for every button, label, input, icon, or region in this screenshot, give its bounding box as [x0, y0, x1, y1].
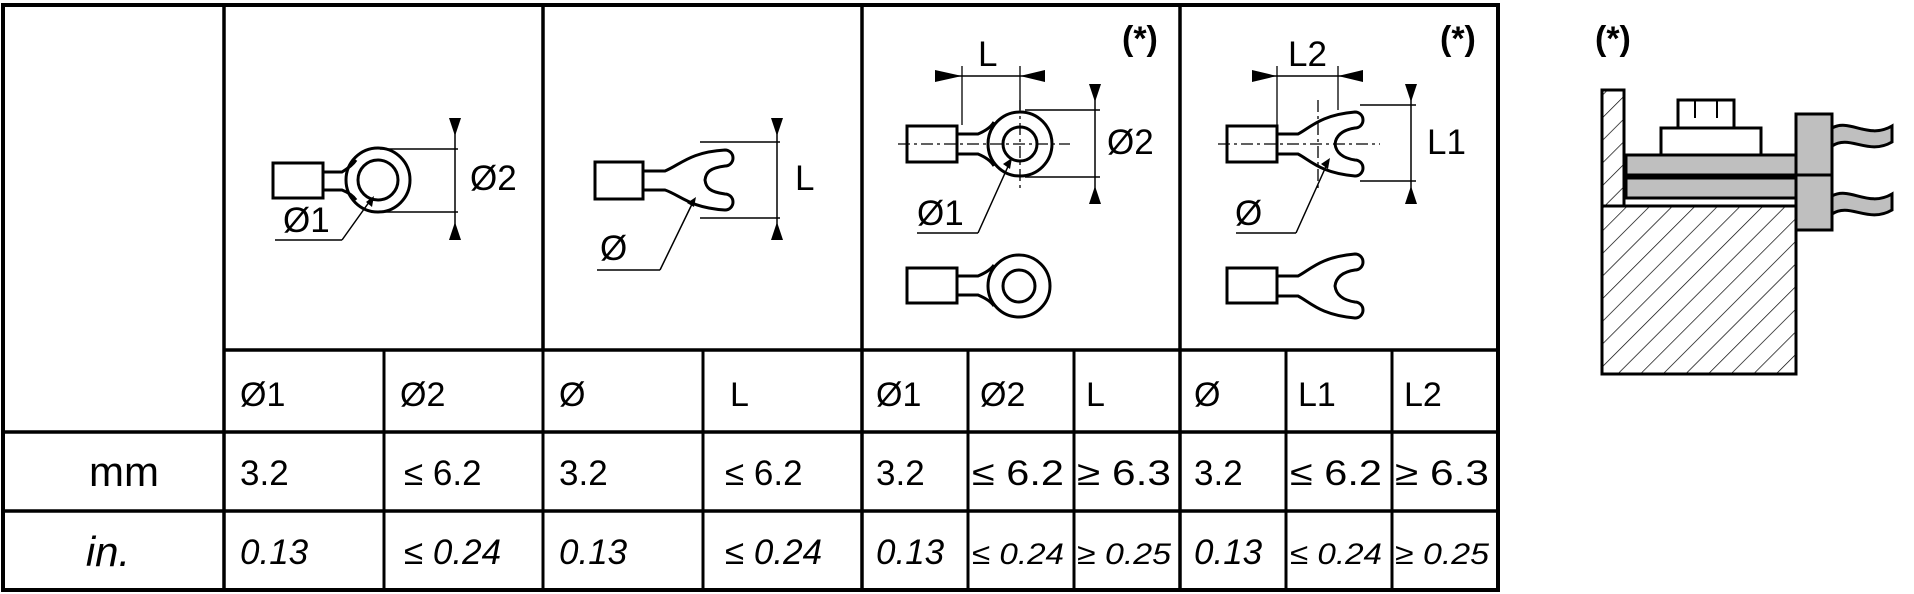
fork-d-label: Ø [600, 229, 627, 268]
table-cell: ≤ 0.24 [404, 533, 501, 572]
ring-tab-l-label: L [978, 35, 997, 74]
ring-d2-label: Ø2 [470, 159, 517, 198]
header-cell: L [730, 376, 749, 414]
table-cell: 0.13 [240, 533, 309, 572]
ring-tab-d1-label: Ø1 [917, 194, 964, 233]
header-cell: Ø2 [980, 376, 1025, 414]
table-cell: 0.13 [559, 533, 628, 572]
header-cell: Ø [559, 376, 585, 414]
fork-l-label: L [795, 159, 814, 198]
table-cell: 3.2 [240, 454, 289, 493]
table-cell: ≥ 6.3 [1077, 454, 1171, 493]
table-cell: ≤ 6.2 [1290, 454, 1382, 493]
table-row-mm: mm 3.2 ≤ 6.2 3.2 ≤ 6.2 3.2 ≤ 6.2 ≥ 6.3 3… [89, 448, 1489, 495]
table-cell: ≤ 0.24 [1290, 538, 1382, 571]
header-row: Ø1 Ø2 Ø L Ø1 Ø2 L Ø L1 L2 [240, 376, 1442, 414]
note-marker: (*) [1595, 20, 1631, 58]
ring-terminal-diagram [271, 118, 461, 241]
ring-tab-d2-label: Ø2 [1107, 123, 1154, 162]
table-cell: ≤ 6.2 [725, 454, 803, 493]
table-cell: 3.2 [876, 454, 925, 493]
table-row-in: in. 0.13 ≤ 0.24 0.13 ≤ 0.24 0.13 ≤ 0.24 … [86, 528, 1490, 575]
mounted-terminal-figure [1600, 88, 1894, 376]
header-cell: Ø1 [876, 376, 921, 414]
table-cell: 0.13 [1194, 533, 1263, 572]
table-cell: 0.13 [876, 533, 945, 572]
fork-tab-diagram [1218, 66, 1417, 320]
note-marker: (*) [1440, 20, 1476, 58]
header-cell: Ø [1194, 376, 1220, 414]
header-cell: L1 [1298, 376, 1336, 414]
table-cell: ≥ 6.3 [1395, 454, 1489, 493]
table-cell: 3.2 [1194, 454, 1243, 493]
header-cell: L [1086, 376, 1105, 414]
ring-d1-label: Ø1 [283, 201, 330, 240]
ring-tab-diagram [898, 66, 1101, 319]
unit-label: in. [86, 528, 130, 575]
table-cell: ≤ 6.2 [404, 454, 482, 493]
table-cell: ≤ 0.24 [725, 533, 822, 572]
header-cell: Ø1 [240, 376, 285, 414]
table-cell: ≤ 0.24 [972, 538, 1064, 571]
fork-tab-d-label: Ø [1235, 194, 1262, 233]
note-marker: (*) [1122, 20, 1158, 58]
table-grid [1, 3, 1500, 592]
fork-terminal-diagram [593, 118, 783, 271]
table-cell: ≥ 0.25 [1077, 538, 1171, 571]
fork-tab-l1-label: L1 [1427, 123, 1466, 162]
fork-tab-l2-label: L2 [1288, 35, 1327, 74]
table-cell: 3.2 [559, 454, 608, 493]
table-cell: ≤ 6.2 [972, 454, 1064, 493]
table-cell: ≥ 0.25 [1395, 538, 1489, 571]
unit-label: mm [89, 448, 159, 495]
header-cell: Ø2 [400, 376, 445, 414]
header-cell: L2 [1404, 376, 1442, 414]
